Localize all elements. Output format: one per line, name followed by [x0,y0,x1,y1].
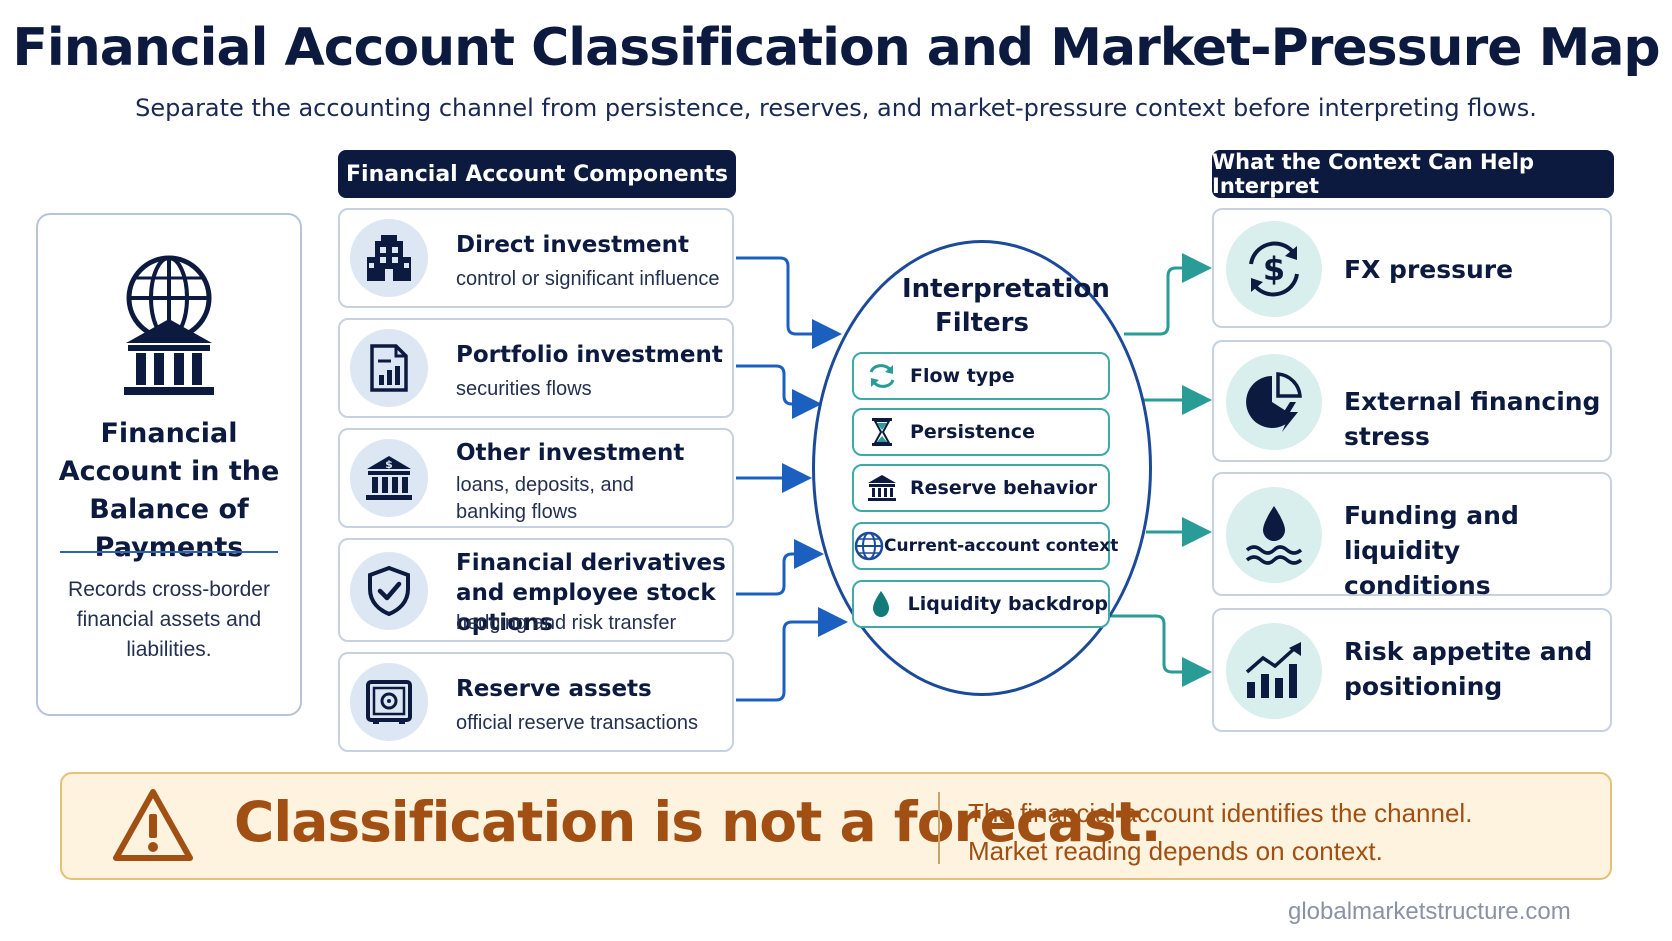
document-chart-icon [350,329,428,407]
svg-text:$: $ [1263,250,1285,288]
component-card-portfolio-investment: Portfolio investment securities flows [338,318,734,418]
arrow-derivatives [736,539,824,596]
banner-line-2: Market reading depends on context. [968,836,1383,866]
component-card-other-investment: $ Other investment loans, deposits, and … [338,428,734,528]
filter-reserve-behavior: Reserve behavior [852,464,1110,512]
shield-check-icon [350,552,428,630]
component-card-direct-investment: Direct investment control or significant… [338,208,734,308]
filter-label: Reserve behavior [910,477,1098,499]
component-name: Portfolio investment [456,342,723,368]
filter-label: Current-account context [884,536,1119,556]
component-description: securities flows [456,378,592,400]
filter-current-account-context: Current-account context [852,522,1118,570]
globe-icon [854,531,884,561]
page-title: Financial Account Classification and Mar… [12,18,1660,78]
globe-bank-icon [110,253,228,403]
droplet-waves-icon [1226,487,1322,583]
component-description: loans, deposits, and banking flows [456,474,634,523]
filters-title: Interpretation Filters [902,274,1110,338]
bank-dollar-icon: $ [350,439,428,517]
component-name: Reserve assets [456,676,652,702]
arrow-risk-appetite [1110,614,1212,687]
context-card-financing-stress: External financing stress [1212,340,1612,462]
financial-account-panel: Financial Account in the Balance of Paym… [36,213,302,716]
component-name: Financial derivatives and employee stock… [456,550,726,636]
component-description: control or significant influence [456,268,720,290]
filter-flow-type: Flow type [852,352,1110,400]
context-label: FX pressure [1344,255,1514,284]
bar-chart-trend-icon [1226,623,1322,719]
context-card-fx-pressure: $ FX pressure [1212,208,1612,328]
droplet-icon [854,589,908,619]
banner-headline: Classification is not a forecast. [234,790,1162,854]
warning-icon [110,786,196,866]
component-name: Direct investment [456,232,690,258]
filter-label: Persistence [910,421,1035,443]
safe-icon [350,663,428,741]
banner-message: The financial account identifies the cha… [968,794,1472,870]
panel-divider [60,551,278,553]
pie-lightning-icon [1226,354,1322,450]
arrow-reserve-assets [736,607,848,702]
bank-icon [854,474,910,502]
banner-divider [938,792,940,864]
filter-label: Flow type [910,365,1015,387]
banner-line-1: The financial account identifies the cha… [968,798,1473,828]
component-card-reserve-assets: Reserve assets official reserve transact… [338,652,734,752]
filter-liquidity-backdrop: Liquidity backdrop [852,580,1110,628]
financial-account-description: Records cross-border financial assets an… [68,578,270,661]
context-card-risk-appetite: Risk appetite and positioning [1212,608,1612,732]
component-card-derivatives: Financial derivatives and employee stock… [338,538,734,642]
context-card-funding-liquidity: Funding and liquidity conditions [1212,472,1612,600]
financial-account-title: Financial Account in the Balance of Paym… [58,418,280,563]
context-header: What the Context Can Help Interpret [1212,150,1614,198]
swap-arrows-icon [854,362,910,390]
component-description: hedging and risk transfer [456,612,677,634]
context-label: Risk appetite and positioning [1344,637,1593,701]
source-footer: globalmarketstructure.com [1288,898,1571,925]
warning-banner: Classification is not a forecast. The fi… [60,772,1612,880]
component-description: official reserve transactions [456,712,698,734]
component-name: Other investment [456,440,685,466]
building-icon [350,219,428,297]
context-label: External financing stress [1344,387,1601,451]
filter-label: Liquidity backdrop [907,593,1108,615]
filter-persistence: Persistence [852,408,1110,456]
arrow-portfolio-investment [736,364,822,419]
context-label: Funding and liquidity conditions [1344,501,1519,600]
svg-text:$: $ [385,458,393,471]
dollar-cycle-icon: $ [1226,221,1322,317]
page-subtitle: Separate the accounting channel from per… [135,94,1537,122]
hourglass-icon [854,417,910,447]
components-header: Financial Account Components [338,150,736,198]
